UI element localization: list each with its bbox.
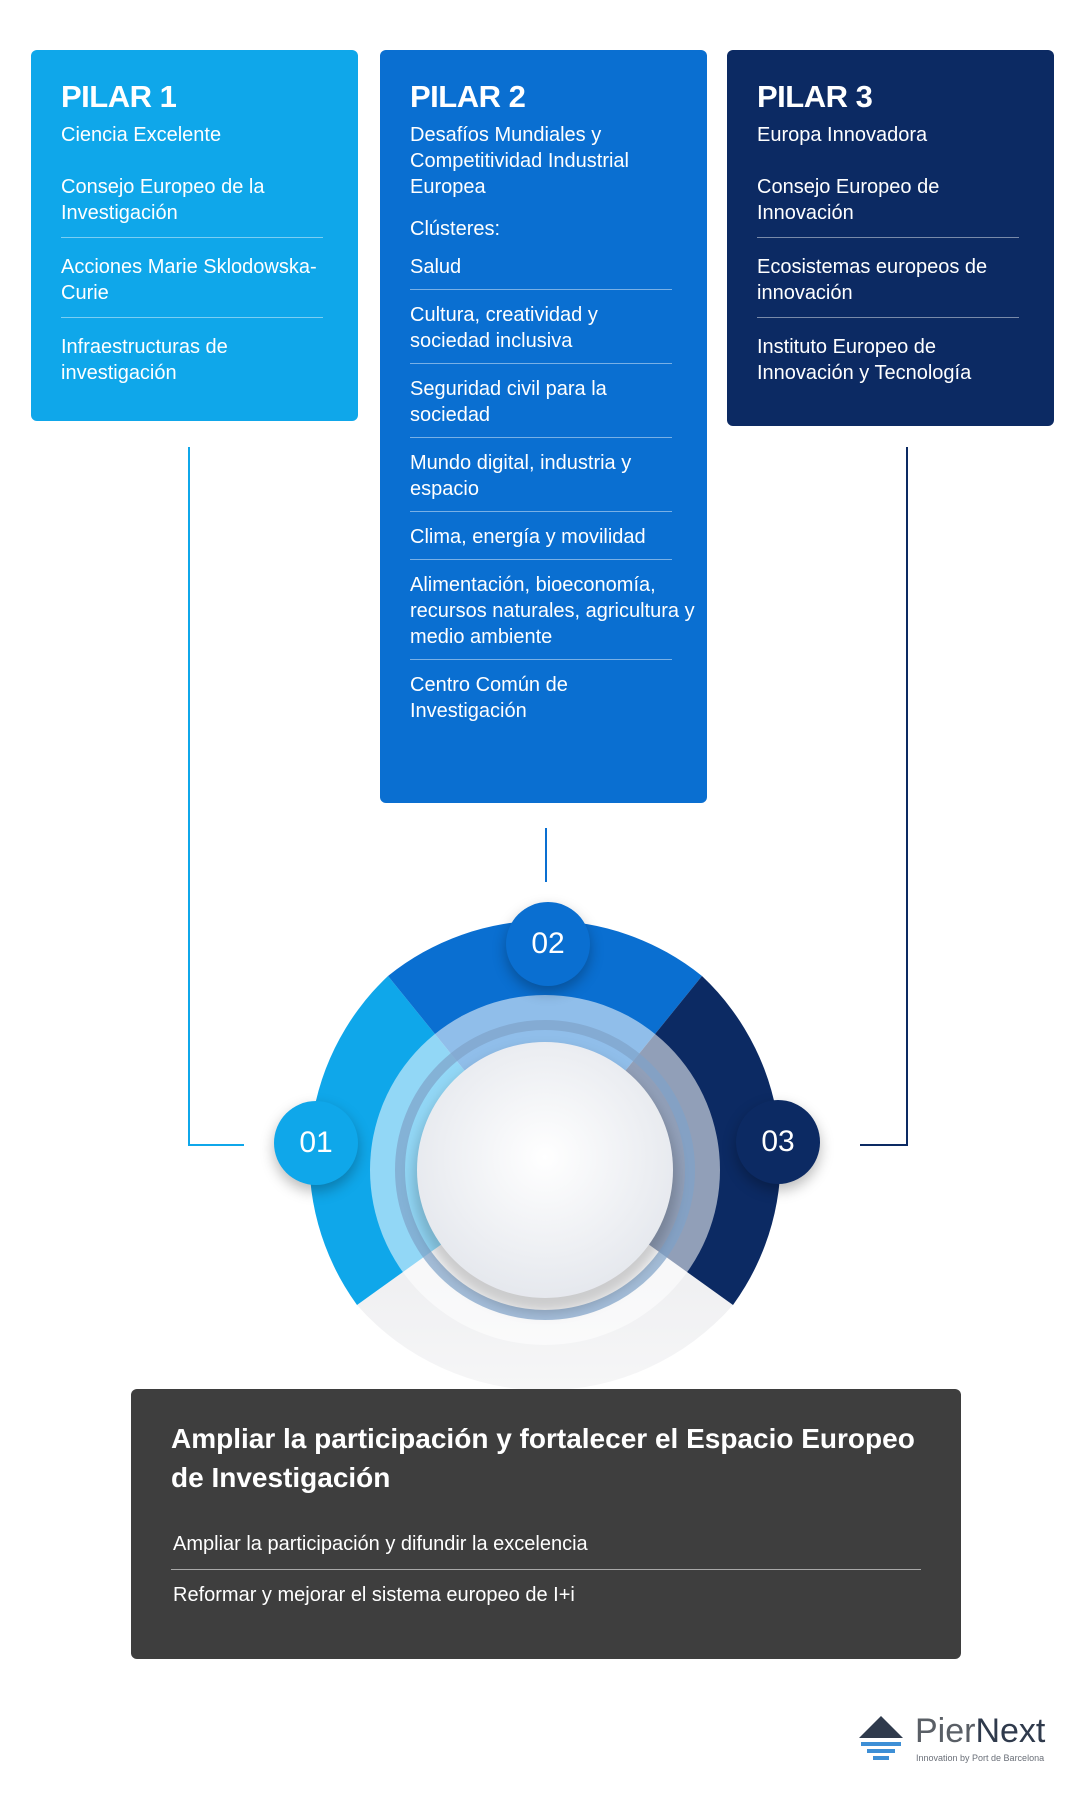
circle-diagram-graphic	[309, 920, 781, 1391]
list-item: Reformar y mejorar el sistema europeo de…	[173, 1584, 575, 1607]
pilar-2-list: Salud Cultura, creatividad y sociedad in…	[410, 242, 695, 733]
bottom-card: Ampliar la participación y fortalecer el…	[131, 1389, 961, 1659]
list-item: Seguridad civil para la sociedad	[410, 364, 672, 439]
list-item: Ampliar la participación y difundir la e…	[171, 1519, 921, 1571]
logo-wordmark: PierNext	[915, 1712, 1045, 1751]
badge-02: 02	[506, 902, 590, 986]
list-item: Infraestructuras de investigación	[61, 336, 228, 385]
list-item: Cultura, creatividad y sociedad inclusiv…	[410, 290, 672, 365]
pilar-2-card: PILAR 2 Desafíos Mundiales y Competitivi…	[380, 50, 707, 803]
connector-line-pilar-3	[906, 447, 908, 1146]
list-item: Salud	[410, 242, 672, 291]
bottom-list: Ampliar la participación y difundir la e…	[171, 1519, 921, 1620]
list-item: Mundo digital, industria y espacio	[410, 438, 672, 513]
pilar-2-subtitle: Desafíos Mundiales y Competitividad Indu…	[410, 124, 629, 199]
clusters-label: Clústeres:	[410, 218, 501, 241]
list-item: Consejo Europeo de la Investigación	[61, 158, 323, 239]
logo-name-next: Next	[975, 1712, 1046, 1750]
pilar-3-title: PILAR 3	[757, 79, 873, 114]
logo-tagline: Innovation by Port de Barcelona	[916, 1753, 1045, 1763]
connector-line-pilar-1	[188, 447, 190, 1146]
logo-name-pier: Pier	[915, 1712, 976, 1750]
inner-disc	[417, 1042, 673, 1298]
connector-line-pilar-3-horizontal	[860, 1144, 908, 1146]
pilar-3-card: PILAR 3 Europa Innovadora Consejo Europe…	[727, 50, 1054, 426]
badge-01: 01	[274, 1101, 358, 1185]
bottom-title: Ampliar la participación y fortalecer el…	[171, 1423, 915, 1494]
pier-logo-icon	[859, 1716, 903, 1760]
list-item-text: Alimentación, bioeconomía, recursos natu…	[410, 574, 695, 649]
connector-line-pilar-2	[545, 828, 547, 882]
connector-line-pilar-1-horizontal	[188, 1144, 244, 1146]
list-item: Instituto Europeo de Innovación y Tecnol…	[757, 336, 972, 385]
pilar-1-title: PILAR 1	[61, 79, 177, 114]
pilar-3-list: Consejo Europeo de Innovación Ecosistema…	[757, 158, 1019, 397]
pilar-1-card: PILAR 1 Ciencia Excelente Consejo Europe…	[31, 50, 358, 421]
pilar-1-subtitle: Ciencia Excelente	[61, 124, 222, 147]
pilar-3-subtitle: Europa Innovadora	[757, 124, 928, 147]
circle-diagram	[240, 870, 860, 1430]
badge-03: 03	[736, 1100, 820, 1184]
list-item: Consejo Europeo de Innovación	[757, 158, 1019, 239]
pilar-2-title: PILAR 2	[410, 79, 526, 114]
list-item: Acciones Marie Sklodowska-Curie	[61, 238, 323, 319]
piernext-logo: PierNext Innovation by Port de Barcelona	[857, 1712, 1057, 1768]
list-item: Centro Común de Investigación	[410, 674, 568, 723]
ring-band	[395, 1020, 695, 1320]
pilar-1-list: Consejo Europeo de la Investigación Acci…	[61, 158, 323, 397]
list-item: Clima, energía y movilidad	[410, 512, 672, 561]
list-item: Alimentación, bioeconomía, recursos natu…	[410, 560, 695, 661]
list-item: Ecosistemas europeos de innovación	[757, 238, 1019, 319]
